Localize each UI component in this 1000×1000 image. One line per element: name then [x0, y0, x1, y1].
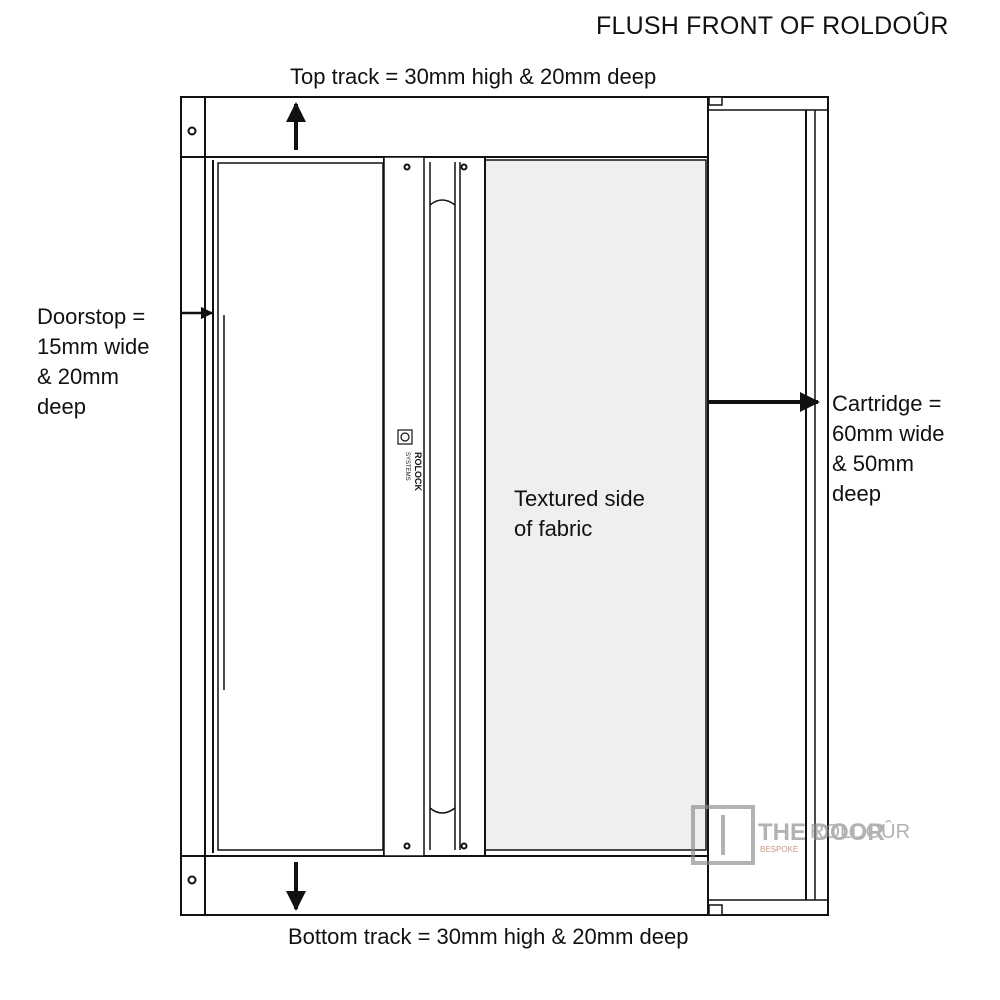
- screw-icon: [187, 126, 197, 136]
- watermark-brand: ROLDOÛR: [810, 820, 910, 843]
- page-title: FLUSH FRONT OF ROLDOÛR: [596, 12, 949, 40]
- top-track-label: Top track = 30mm high & 20mm deep: [290, 64, 657, 89]
- watermark-logo: THE DOOR BESPOKE ROLDOÛR: [691, 805, 910, 865]
- fabric-label-line: Textured side: [514, 486, 645, 511]
- doorstop: [204, 157, 384, 856]
- screw-icon: [187, 875, 197, 885]
- fabric-label: Textured side of fabric: [514, 484, 645, 544]
- doorstop-label-line: & 20mm: [37, 364, 119, 389]
- doorstop-label-line: deep: [37, 394, 86, 419]
- cartridge: [707, 96, 829, 916]
- top-track: [180, 96, 709, 158]
- handle-brand-line-1: ROLOCK: [413, 452, 423, 491]
- fabric-panel: [484, 159, 707, 851]
- watermark-subtext: BESPOKE: [760, 845, 798, 854]
- cartridge-label-line: deep: [832, 481, 881, 506]
- bottom-track-label: Bottom track = 30mm high & 20mm deep: [288, 924, 689, 949]
- cartridge-label-line: Cartridge =: [832, 391, 942, 416]
- bottom-track: [180, 855, 709, 916]
- dimension-arrows: [182, 102, 820, 911]
- watermark-text: THE DOOR: [758, 819, 885, 846]
- handle-bar: [383, 156, 486, 857]
- fabric-label-line: of fabric: [514, 516, 593, 541]
- handle-brand-line-2: SYSTEMS: [404, 452, 410, 481]
- cartridge-label-line: 60mm wide: [832, 421, 945, 446]
- cartridge-label-line: & 50mm: [832, 451, 914, 476]
- doorstop-label-line: Doorstop =: [37, 304, 146, 329]
- doorstop-label-line: 15mm wide: [37, 334, 150, 359]
- cartridge-label: Cartridge = 60mm wide & 50mm deep: [832, 389, 944, 509]
- handle-brand: ROLOCK SYSTEMS: [404, 452, 423, 491]
- doorstop-label: Doorstop = 15mm wide & 20mm deep: [37, 302, 149, 422]
